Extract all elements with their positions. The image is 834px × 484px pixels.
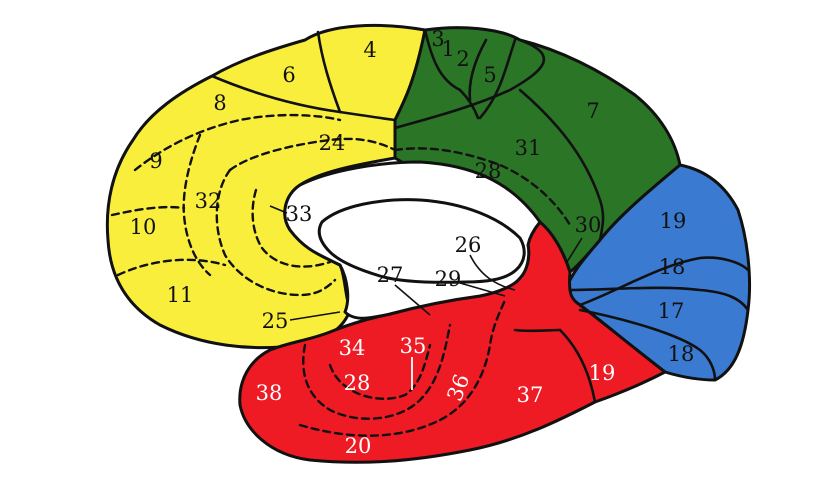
area-label-10: 10 <box>130 215 157 239</box>
area-label-30: 30 <box>575 213 602 237</box>
area-label-2: 2 <box>456 47 469 71</box>
area-label-38: 38 <box>256 381 283 405</box>
area-label-28-upper: 28 <box>475 159 502 183</box>
area-label-34: 34 <box>339 336 366 360</box>
area-label-19-temporal: 19 <box>589 361 616 385</box>
area-label-28-lower: 28 <box>344 371 371 395</box>
area-label-20: 20 <box>345 434 372 458</box>
area-label-31: 31 <box>515 136 542 160</box>
area-label-9: 9 <box>149 149 162 173</box>
area-label-32: 32 <box>195 189 222 213</box>
area-label-3: 3 <box>431 27 444 51</box>
area-label-27: 27 <box>377 263 404 287</box>
area-label-25: 25 <box>262 309 289 333</box>
area-label-5: 5 <box>483 63 496 87</box>
area-label-29: 29 <box>435 267 462 291</box>
dashed-area-borders <box>110 113 572 437</box>
leader-lines <box>269 205 583 390</box>
area-label-18-upper: 18 <box>659 255 686 279</box>
area-label-1: 1 <box>441 37 454 61</box>
area-label-33: 33 <box>286 202 313 226</box>
area-label-19-occipital: 19 <box>660 209 687 233</box>
area-label-6: 6 <box>282 63 295 87</box>
area-label-7: 7 <box>586 99 599 123</box>
area-label-35: 35 <box>400 334 427 358</box>
area-label-26: 26 <box>455 233 482 257</box>
solid-area-borders <box>210 28 750 404</box>
area-label-24: 24 <box>319 131 346 155</box>
area-label-8: 8 <box>213 91 226 115</box>
area-label-18-lower: 18 <box>668 342 695 366</box>
area-label-11: 11 <box>167 283 194 307</box>
area-label-4: 4 <box>363 38 376 62</box>
area-label-17: 17 <box>658 299 685 323</box>
area-label-37: 37 <box>517 383 544 407</box>
